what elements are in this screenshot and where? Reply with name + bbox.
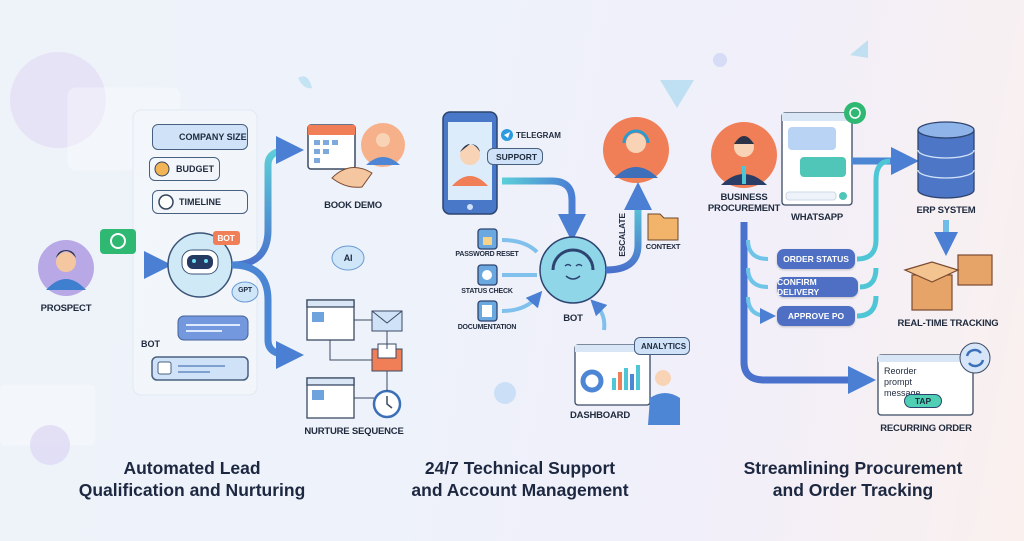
- analyst-person: [655, 370, 671, 386]
- bot-reply-bubble: [151, 356, 249, 381]
- reorder-prompt-text: Reorder prompt message: [884, 366, 921, 398]
- nurture-window-icon: [306, 299, 355, 341]
- dashboard-label: DASHBOARD: [570, 410, 630, 421]
- label-line: PROCUREMENT: [707, 203, 781, 214]
- company-size-bubble: COMPANY SIZE: [152, 124, 248, 150]
- status-check-label: STATUS CHECK: [461, 288, 513, 295]
- order-status-action: ORDER STATUS: [777, 249, 855, 269]
- refresh-icon: [959, 342, 991, 374]
- bot-tag-label: BOT: [217, 233, 235, 243]
- folder-icon: [647, 213, 679, 241]
- analytics-bubble: ANALYTICS: [634, 337, 690, 355]
- timeline-bubble: TIMELINE: [152, 190, 248, 214]
- real-time-tracking-label: REAL-TIME TRACKING: [897, 318, 999, 329]
- approve-po-action: APPROVE PO: [777, 306, 855, 326]
- ai-label: AI: [343, 253, 353, 263]
- clock-icon: [158, 194, 174, 210]
- decor-triangle: [660, 80, 694, 108]
- gpt-label: GPT: [238, 287, 252, 294]
- erp-database-icon: [917, 121, 975, 199]
- title-line: and Order Tracking: [772, 480, 934, 500]
- gpt-brain-icon: [231, 281, 259, 303]
- decor-circle: [10, 52, 106, 148]
- telegram-label: TELEGRAM: [516, 131, 561, 140]
- handshake-icon: [331, 167, 373, 188]
- support-bot-icon: [539, 236, 607, 304]
- support-bubble: SUPPORT: [487, 148, 543, 165]
- nurture-sequence-label: NURTURE SEQUENCE: [304, 426, 404, 437]
- package-boxes-icon: [903, 254, 993, 311]
- prospect-label: PROSPECT: [40, 303, 92, 314]
- label-line: BUSINESS: [720, 192, 768, 203]
- password-reset-label: PASSWORD RESET: [455, 251, 519, 258]
- bot-label: BOT: [563, 313, 583, 324]
- whatsapp-icon: [100, 229, 136, 254]
- title-line: Qualification and Nurturing: [78, 480, 306, 500]
- budget-bubble: BUDGET: [149, 157, 220, 181]
- context-label: CONTEXT: [645, 242, 681, 251]
- ai-brain-icon: [331, 245, 365, 271]
- analytics-label: ANALYTICS: [641, 341, 687, 351]
- book-demo-label: BOOK DEMO: [324, 200, 382, 211]
- tap-button[interactable]: TAP: [904, 394, 942, 408]
- title-line: Streamlining Procurement: [743, 458, 963, 478]
- recurring-order-label: RECURRING ORDER: [880, 423, 972, 434]
- documentation-label: DOCUMENTATION: [457, 324, 517, 331]
- chat-bubble: [177, 315, 249, 341]
- title-line: 24/7 Technical Support: [424, 458, 616, 478]
- bot-tag: [213, 231, 240, 245]
- bubble-label: TIMELINE: [179, 197, 221, 207]
- erp-system-label: ERP SYSTEM: [916, 205, 976, 216]
- bot-label: BOT: [141, 339, 160, 349]
- bubble-label: COMPANY SIZE: [179, 132, 247, 142]
- money-bag-icon: [154, 161, 170, 177]
- whatsapp-icon: [844, 102, 866, 124]
- support-label: SUPPORT: [496, 151, 538, 162]
- escalate-label: ESCALATE: [617, 213, 627, 257]
- bubble-label: BUDGET: [176, 164, 214, 174]
- title-line: and Account Management: [411, 480, 629, 500]
- title-line: Automated Lead: [123, 458, 261, 478]
- whatsapp-label: WHATSAPP: [790, 212, 844, 223]
- confirm-delivery-action: CONFIRM DELIVERY: [777, 277, 858, 297]
